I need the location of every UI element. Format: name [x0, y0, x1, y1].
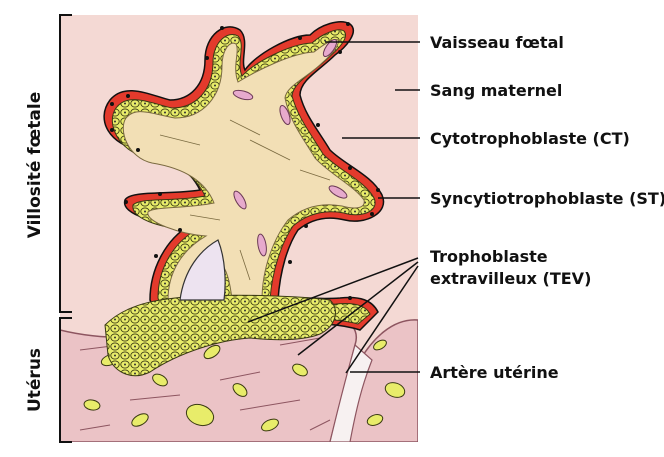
label-trophoblaste-line2: extravilleux (TEV) [430, 269, 591, 288]
label-cytotrophoblaste: Cytotrophoblaste (CT) [430, 129, 630, 148]
label-sang-maternel: Sang maternel [430, 81, 562, 100]
side-label-uterus: Utérus [25, 348, 45, 412]
label-vaisseau-foetal: Vaisseau fœtal [430, 33, 564, 52]
label-artere-uterine: Artère utérine [430, 363, 559, 382]
side-label-villosite: Villosité fœtale [25, 92, 45, 239]
label-trophoblaste-line1: Trophoblaste [430, 247, 548, 266]
label-syncytiotrophoblaste: Syncytiotrophoblaste (ST) [430, 189, 664, 208]
